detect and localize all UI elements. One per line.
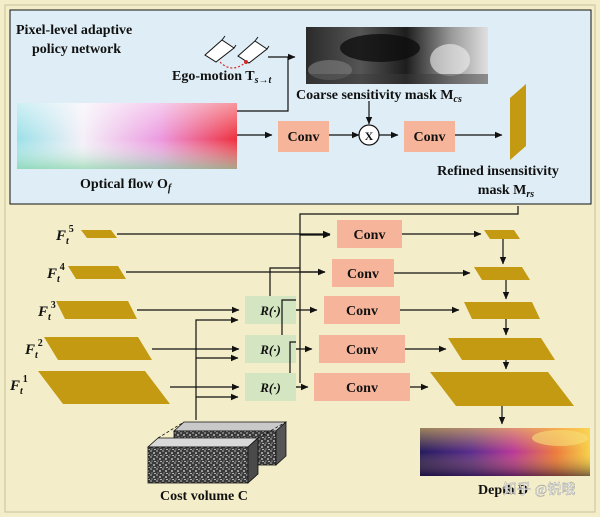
output-map-2 [448,338,555,360]
feature-map-1 [38,371,170,404]
output-map-1 [430,372,574,406]
camera-icon [204,35,270,69]
decoder-conv-label-3: Conv [346,304,378,319]
r2-skip-line [281,299,296,335]
feature-map-5 [81,230,117,238]
panel-title-line1: Pixel-level adaptive [16,23,132,38]
refined-mask-label-line1: Refined insensitivity [437,164,559,179]
refine-block-1 [245,373,296,401]
refine-label-3: R(·) [259,303,281,318]
figure-border [4,4,596,513]
policy-conv-block-2 [404,121,455,152]
ego-motion-label: Ego-motion Ts→t [172,69,272,86]
refine-label-1: R(·) [259,380,281,395]
output-map-4 [474,267,530,280]
panel-title-line2: policy network [32,42,121,57]
feature-label-5: Ft5 [55,224,74,247]
feature-label-1: Ft1 [9,374,28,397]
decoder-conv-block-3 [324,296,400,324]
feature-label-3: Ft3 [37,300,56,323]
flow-to-mask-line [237,57,289,112]
refine-block-2 [245,335,296,363]
refined-mask-label-line2: mask Mrs [478,183,535,200]
refined-mask-shape [510,84,526,160]
decoder-conv-block-2 [319,335,405,363]
cost-volume-to-r3-arrow [195,316,239,420]
feature-map-3 [56,301,137,319]
cost-volume-label: Cost volume C [160,489,248,504]
refine-block-3 [245,296,296,324]
feature-map-2 [44,337,152,360]
watermark-text: 知乎 @锐哦 [503,481,575,498]
r3-skip-line [269,267,300,296]
output-map-5 [484,230,520,239]
policy-conv-label-2: Conv [414,130,446,145]
coarse-sensitivity-mask-image [306,27,488,84]
decoder-conv-block-1 [314,373,410,401]
decoder-conv-block-5 [337,220,402,248]
cost-volume-image [146,421,288,484]
feature-label-2: Ft2 [24,338,43,361]
policy-conv-label-1: Conv [288,130,320,145]
optical-flow-label: Optical flow Of [80,177,173,194]
decoder-conv-label-4: Conv [347,267,379,282]
feature-map-4 [68,266,126,279]
decoder-conv-block-4 [332,259,394,287]
depth-label: Depth D [478,483,528,498]
optical-flow-image [17,103,237,169]
output-map-3 [464,302,540,319]
refine-label-2: R(·) [259,342,281,357]
r1-skip-line [289,341,296,373]
decoder-conv-label-1: Conv [346,381,378,396]
depth-map-image [420,428,590,476]
decoder-conv-label-2: Conv [346,343,378,358]
multiply-symbol: X [365,129,374,143]
policy-conv-block-1 [278,121,329,152]
coarse-mask-label: Coarse sensitivity mask Mcs [296,88,462,105]
feature-label-4: Ft4 [46,262,65,285]
refined-mask-distribution-line [299,206,519,383]
decoder-conv-label-5: Conv [354,228,386,243]
